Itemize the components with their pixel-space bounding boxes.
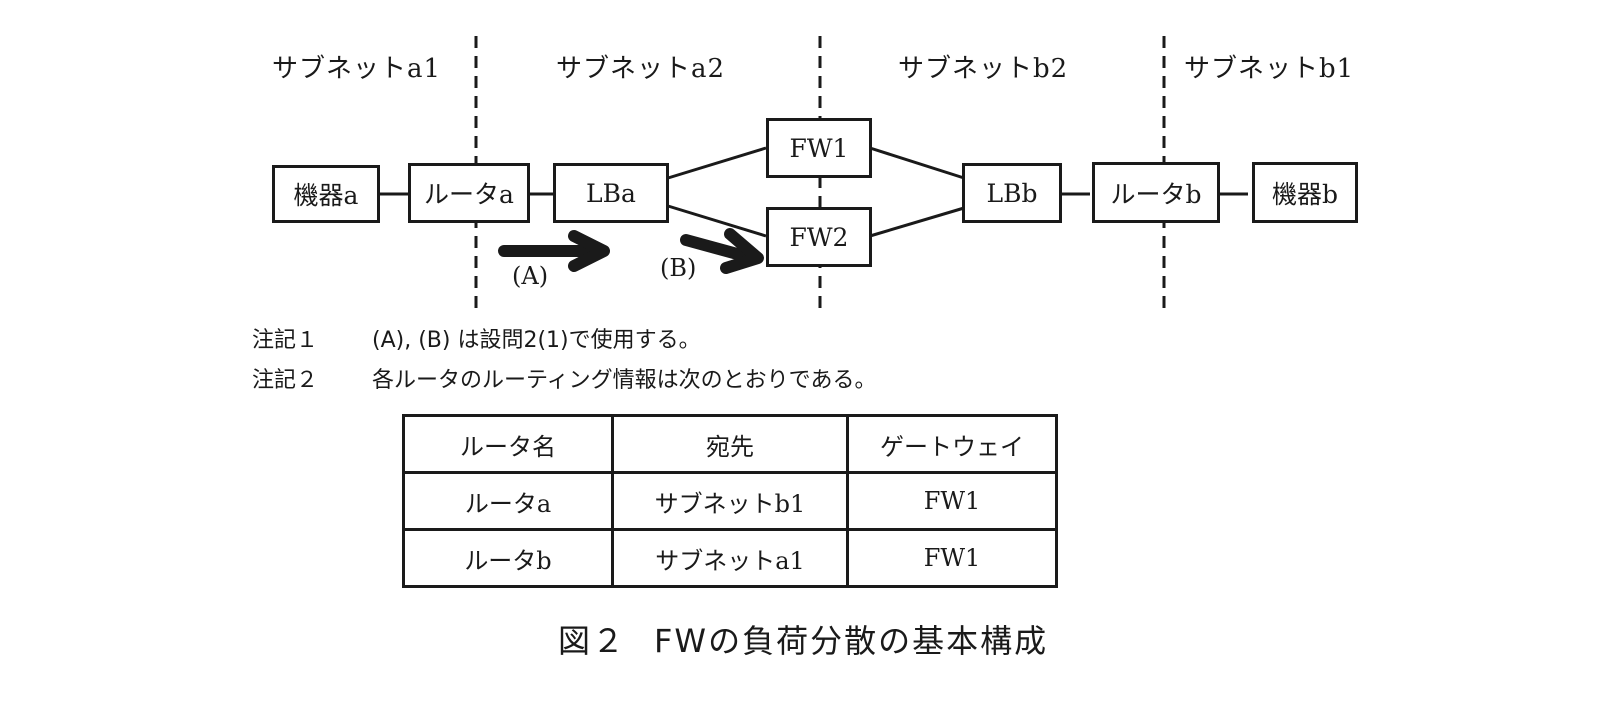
link-fw2-lb-b <box>869 206 965 238</box>
arrow-b-icon <box>680 228 764 274</box>
device-a-node: 機器a <box>272 165 380 223</box>
cell-router: ルータb <box>402 528 614 588</box>
link-fw1-lb-b <box>869 146 965 180</box>
table-header-row: ルータ名 宛先 ゲートウェイ <box>402 414 1058 474</box>
figure-caption: 図２ FWの負荷分散の基本構成 <box>558 616 1048 662</box>
router-a-node: ルータa <box>408 163 530 223</box>
lb-b-node: LBb <box>962 163 1062 223</box>
note-2: 注記２ 各ルータのルーティング情報は次のとおりである。 <box>252 362 876 394</box>
fw1-node: FW1 <box>766 118 872 178</box>
arrow-a-label: (A) <box>512 262 549 290</box>
router-b-node: ルータb <box>1092 162 1220 223</box>
subnet-label-b2: サブネットb2 <box>898 54 1069 84</box>
cell-destination: サブネットb1 <box>611 471 849 531</box>
note-1: 注記１ (A), (B) は設問2(1)で使用する。 <box>252 322 701 354</box>
header-gateway: ゲートウェイ <box>846 414 1058 474</box>
note-2-text: 各ルータのルーティング情報は次のとおりである。 <box>372 368 877 393</box>
subnet-label-b1: サブネットb1 <box>1184 54 1355 84</box>
routing-table: ルータ名 宛先 ゲートウェイ ルータa サブネットb1 FW1 ルータb サブネ… <box>402 414 1058 588</box>
note-2-label: 注記２ <box>252 368 319 393</box>
fw2-node: FW2 <box>766 207 872 267</box>
note-1-label: 注記１ <box>252 328 319 353</box>
link-lb-a-fw2 <box>667 204 767 238</box>
cell-gateway: FW1 <box>846 471 1058 531</box>
cell-router: ルータa <box>402 471 614 531</box>
device-b-node: 機器b <box>1252 162 1358 223</box>
header-router-name: ルータ名 <box>402 414 614 474</box>
header-destination: 宛先 <box>611 414 849 474</box>
cell-gateway: FW1 <box>846 528 1058 588</box>
table-row: ルータb サブネットa1 FW1 <box>402 528 1058 588</box>
link-lb-a-fw1 <box>667 146 767 180</box>
arrow-a-icon <box>498 230 610 272</box>
figure-number: 図２ <box>558 622 627 660</box>
table-row: ルータa サブネットb1 FW1 <box>402 471 1058 531</box>
subnet-label-a1: サブネットa1 <box>272 54 442 84</box>
figure-title: FWの負荷分散の基本構成 <box>654 622 1049 660</box>
subnet-label-a2: サブネットa2 <box>556 54 726 84</box>
cell-destination: サブネットa1 <box>611 528 849 588</box>
note-1-text: (A), (B) は設問2(1)で使用する。 <box>372 328 701 353</box>
arrow-b-label: (B) <box>660 254 697 282</box>
lb-a-node: LBa <box>553 163 669 223</box>
